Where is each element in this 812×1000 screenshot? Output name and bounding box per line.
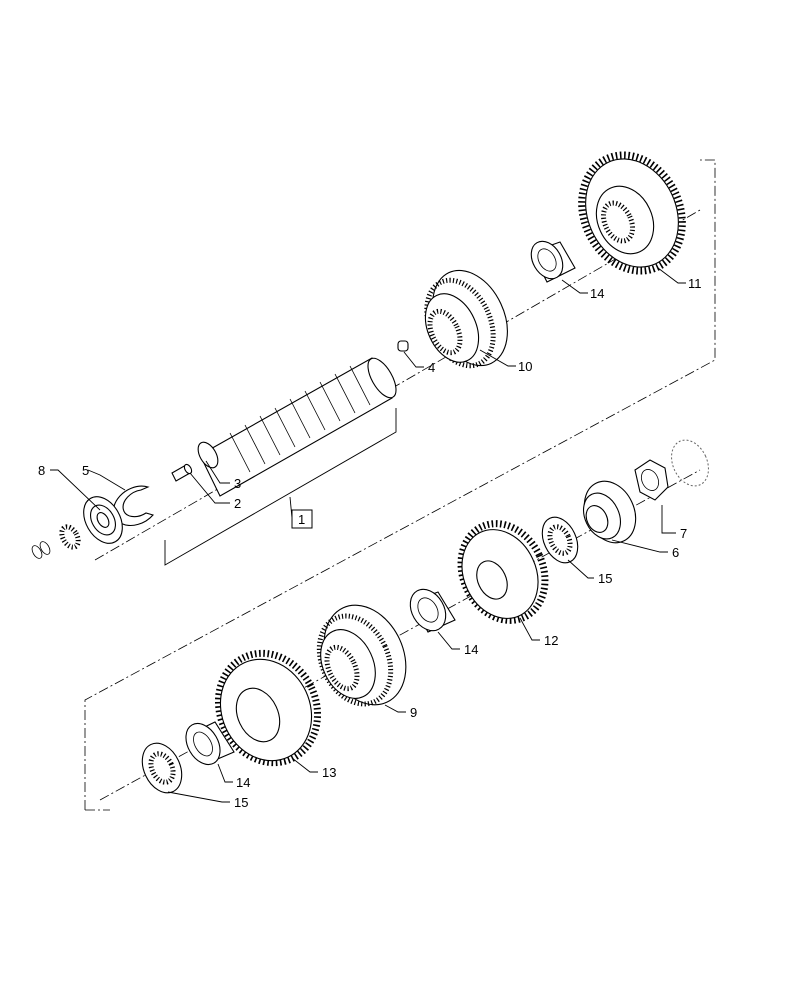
bushing-middle [409, 588, 456, 633]
bushing-upper [530, 240, 576, 283]
callout-2: 2 [234, 496, 241, 511]
dowel-pin [397, 340, 409, 352]
callout-7: 7 [680, 526, 687, 541]
snap-ring [113, 485, 154, 526]
callout-13: 13 [322, 765, 336, 780]
callout-10: 10 [518, 359, 532, 374]
callout-4: 4 [428, 360, 435, 375]
callout-14-upper: 14 [590, 286, 604, 301]
synchronizer-10 [424, 269, 508, 369]
synchronizer-9 [316, 604, 407, 707]
callout-11: 11 [688, 276, 702, 291]
callout-9: 9 [410, 705, 417, 720]
gear-12 [457, 520, 549, 624]
callout-6: 6 [672, 545, 679, 560]
callout-14-middle: 14 [464, 642, 478, 657]
callout-12: 12 [544, 633, 558, 648]
callout-14-lower: 14 [236, 775, 250, 790]
callout-1: 1 [298, 512, 305, 527]
callout-15-right: 15 [598, 571, 612, 586]
callout-box-1 [291, 509, 313, 529]
main-shaft [197, 357, 397, 497]
input-bearing [31, 496, 123, 559]
bushing-lower [185, 721, 235, 766]
thrust-washer-left [141, 742, 183, 794]
gear-13 [214, 649, 322, 767]
gear-11 [578, 151, 686, 275]
callout-8: 8 [38, 463, 45, 478]
callout-5: 5 [82, 463, 89, 478]
lock-nut [634, 439, 709, 501]
leader-lines [50, 267, 686, 803]
callout-3: 3 [234, 476, 241, 491]
thrust-washer-right [541, 516, 579, 564]
spring-pin [171, 463, 193, 482]
output-bearing [583, 480, 637, 544]
callout-labels: 1 2 3 4 5 6 7 8 9 10 11 12 13 14 14 14 1… [38, 276, 702, 810]
callout-15-left: 15 [234, 795, 248, 810]
